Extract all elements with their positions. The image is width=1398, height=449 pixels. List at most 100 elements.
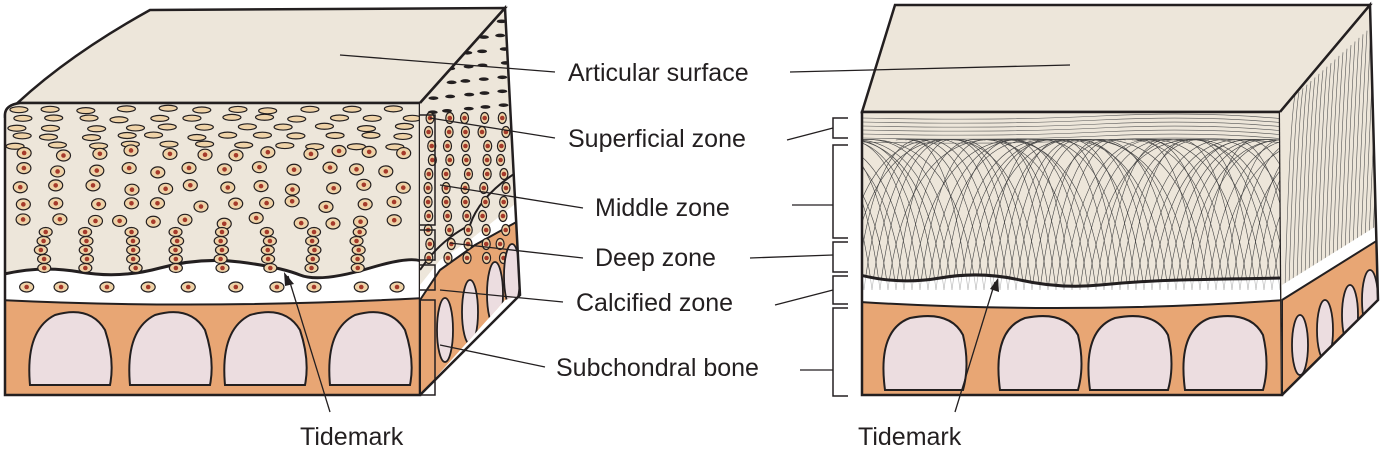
collagen-fiber: [1203, 139, 1282, 291]
collagen-fiber: [1053, 139, 1169, 291]
chondrocyte-nucleus: [129, 187, 135, 192]
collagen-fiber: [862, 139, 921, 291]
collagen-fiber: [919, 139, 993, 291]
chondrocyte-nucleus: [355, 256, 360, 262]
collagen-fiber: [862, 139, 881, 291]
chondrocyte-nucleus: [311, 284, 317, 290]
chondrocyte: [109, 116, 129, 124]
collagen-fiber: [903, 139, 983, 291]
chondrocyte-nucleus: [84, 238, 89, 244]
chondrocyte: [300, 105, 320, 113]
label-articular-surface: Articular surface: [568, 59, 749, 87]
left-calcified-zone: [5, 259, 420, 310]
collagen-fiber: [879, 139, 956, 291]
collagen-fiber: [1007, 139, 1084, 291]
chondrocyte: [143, 131, 164, 139]
chondrocyte-nucleus: [479, 129, 485, 135]
side-marrow-space: [436, 297, 454, 363]
collagen-fiber: [1134, 139, 1201, 291]
chondrocyte-nucleus: [391, 217, 397, 223]
chondrocyte-nucleus: [167, 151, 173, 157]
marrow-space: [882, 315, 968, 391]
chondrocyte: [234, 141, 254, 149]
collagen-fiber: [1207, 139, 1282, 291]
side-flat-cell: [498, 103, 509, 107]
chondrocyte: [275, 141, 295, 150]
chondrocyte-nucleus: [445, 255, 451, 261]
collagen-fiber: [1271, 139, 1282, 291]
chondrocyte-nucleus: [503, 227, 508, 233]
collagen-fiber: [990, 139, 1057, 291]
chondrocyte-nucleus: [219, 247, 225, 253]
chondrocyte-nucleus: [253, 215, 259, 221]
chondrocyte: [402, 114, 420, 122]
chondrocyte-nucleus: [17, 184, 23, 190]
collagen-fiber: [862, 139, 929, 291]
chondrocyte-nucleus: [55, 169, 60, 174]
collagen-fiber: [1263, 139, 1282, 291]
collagen-fiber: [1139, 139, 1249, 291]
collagen-fiber: [1239, 139, 1282, 291]
collagen-fiber: [756, 139, 856, 290]
chondrocyte-nucleus: [448, 241, 454, 247]
collagen-fiber: [1255, 139, 1282, 291]
tidemark-right-arrowhead: [990, 278, 999, 292]
chondrocyte-nucleus: [173, 265, 179, 271]
chondrocyte: [125, 124, 146, 132]
chondrocyte-nucleus: [233, 284, 239, 290]
chondrocyte-nucleus: [268, 265, 273, 271]
side-marrow-space: [1291, 314, 1309, 376]
label-calcified-zone: Calcified zone: [576, 289, 733, 317]
collagen-fiber: [862, 139, 865, 291]
chondrocyte-nucleus: [274, 284, 280, 290]
chondrocyte-nucleus: [483, 199, 488, 205]
chondrocyte-nucleus: [265, 149, 271, 155]
collagen-fiber: [1087, 139, 1206, 291]
side-flat-cell: [500, 61, 511, 65]
chondrocyte-nucleus: [93, 218, 98, 224]
chondrocyte-nucleus: [188, 182, 193, 188]
chondrocyte: [13, 114, 33, 122]
chondrocyte: [38, 133, 59, 141]
collagen-fiber: [862, 139, 927, 291]
chondrocyte-nucleus: [265, 247, 271, 253]
chondrocyte-nucleus: [366, 149, 372, 155]
label-deep-zone: Deep zone: [595, 244, 716, 272]
chondrocyte-nucleus: [173, 256, 179, 262]
chondrocyte-nucleus: [430, 157, 435, 163]
chondrocyte-nucleus: [310, 256, 316, 262]
side-fiber: [1352, 34, 1364, 248]
chondrocyte: [383, 105, 403, 113]
chondrocyte-nucleus: [151, 219, 156, 225]
chondrocyte-nucleus: [355, 265, 361, 271]
collagen-fiber: [933, 139, 1009, 291]
chondrocyte-nucleus: [84, 256, 90, 262]
side-fiber: [1316, 66, 1328, 270]
chondrocyte: [87, 125, 107, 133]
side-fiber: [1360, 27, 1372, 243]
chondrocyte: [218, 131, 238, 139]
collagen-fiber: [1183, 139, 1282, 291]
collagen-fiber: [951, 139, 1033, 291]
chondrocyte-nucleus: [311, 229, 317, 235]
chondrocyte-nucleus: [429, 143, 435, 149]
side-fiber: [1308, 73, 1320, 274]
chondrocyte-nucleus: [57, 216, 63, 222]
side-flat-cell: [463, 106, 474, 111]
chondrocyte-nucleus: [501, 171, 507, 177]
collagen-fiber: [998, 139, 1097, 291]
right-zone-brackets: [832, 117, 848, 397]
collagen-fiber: [1179, 139, 1281, 291]
side-fiber: [1336, 48, 1348, 258]
chondrocyte: [329, 114, 350, 122]
superficial-fiber: [862, 133, 1282, 140]
side-fiber: [1340, 45, 1352, 255]
collagen-fiber: [1135, 139, 1236, 291]
collagen-fiber: [989, 139, 1105, 291]
chondrocyte-nucleus: [117, 218, 122, 224]
chondrocyte-nucleus: [466, 171, 471, 177]
chondrocyte-nucleus: [445, 143, 450, 149]
side-flat-cell: [428, 96, 439, 100]
chondrocyte: [237, 123, 257, 131]
